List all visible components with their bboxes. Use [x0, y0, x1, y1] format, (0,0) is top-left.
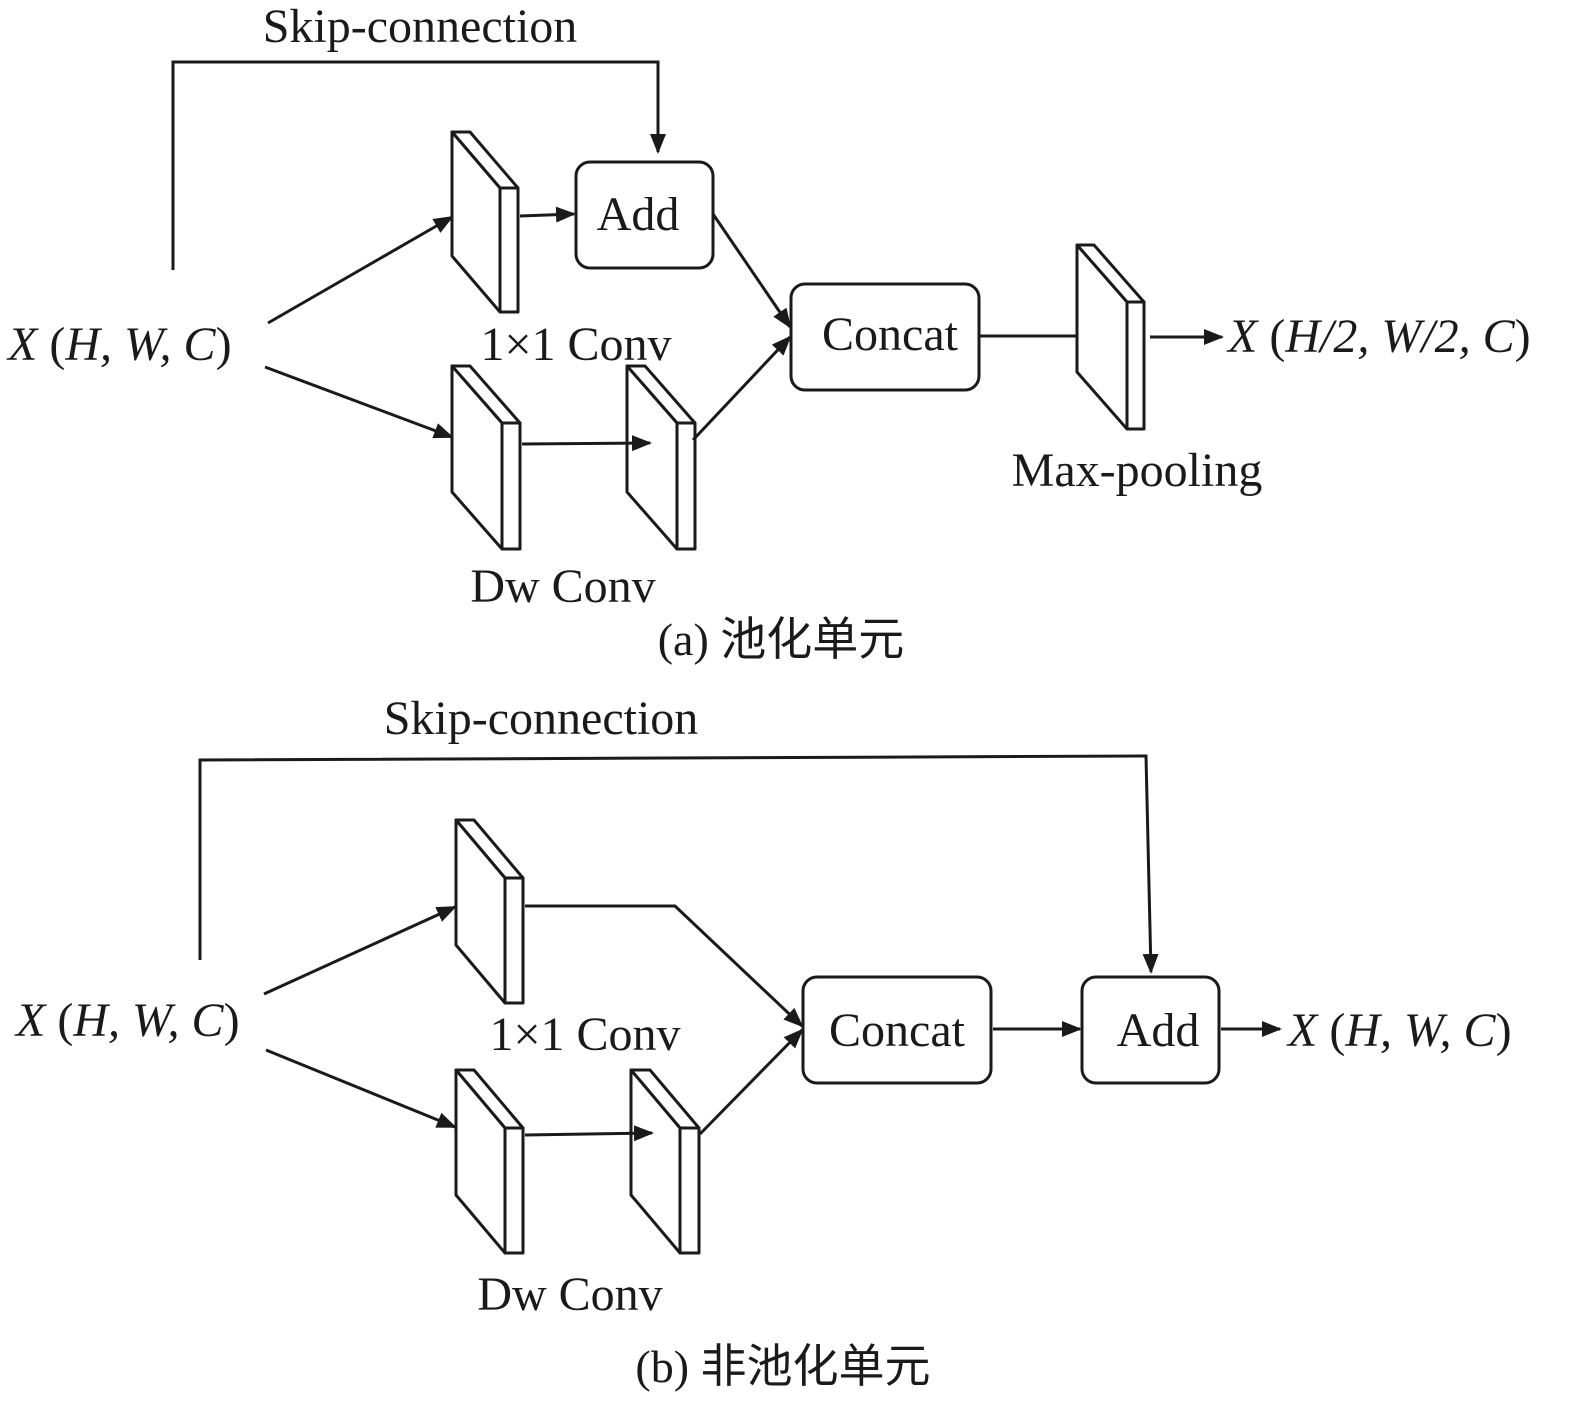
conv1x1-label-a: 1×1 Conv [480, 318, 671, 371]
concat-box-a [789, 282, 981, 392]
concat-label-a: Concat [822, 308, 959, 361]
concat-label-b: Concat [829, 1004, 966, 1057]
dwconv-slab1-b [454, 1068, 525, 1255]
arrow-input-to-dwconv1-a [264, 365, 454, 439]
dwconv-label-a: Dw Conv [470, 560, 655, 613]
arrow-input-to-conv1x1-b [263, 905, 457, 996]
conv1x1-slab-a [450, 130, 520, 314]
maxpool-label-a: Max-pooling [1012, 444, 1263, 497]
conv1x1-slab-b [454, 818, 525, 1005]
arrow-input-to-conv1x1-a [267, 215, 454, 325]
caption-a: (a) 池化单元 [658, 614, 905, 665]
dwconv-label-b: Dw Conv [477, 1268, 662, 1321]
arrow-dwconv2-to-concat-b [698, 1028, 804, 1136]
input-label-b: X (H, W, C) [14, 994, 240, 1047]
skip-connection-line-a [171, 60, 666, 270]
arrow-input-to-dwconv1-b [265, 1048, 457, 1129]
skip-connection-line-b [198, 754, 1159, 974]
arrow-conv1x1-to-add-a [519, 206, 576, 223]
dwconv-slab1-a [450, 364, 522, 551]
skip-connection-label-b: Skip-connection [384, 692, 699, 745]
add-box-b [1080, 975, 1221, 1085]
caption-b: (b) 非池化单元 [635, 1341, 930, 1392]
arrow-conv1x1-to-concat-b [525, 904, 804, 1028]
output-label-b: X (H, W, C) [1286, 1004, 1512, 1057]
panel-b: Skip-connection X (H, W, C) 1×1 Conv Dw … [14, 692, 1512, 1392]
add-label-a: Add [597, 188, 680, 241]
dwconv-slab2-b [629, 1068, 701, 1255]
output-label-a: X (H/2, W/2, C) [1226, 310, 1531, 363]
arrow-dwconv1-to-dwconv2-a [521, 435, 652, 452]
input-label-a: X (H, W, C) [6, 318, 232, 371]
arrow-dwconv2-to-concat-a [691, 335, 792, 442]
conv1x1-label-b: 1×1 Conv [489, 1008, 680, 1061]
panel-a: Skip-connection X (H, W, C) 1×1 Conv Add… [6, 0, 1531, 665]
maxpool-slab-a [1075, 243, 1146, 431]
concat-box-b [801, 975, 993, 1085]
dwconv-slab2-a [625, 364, 697, 551]
add-label-b: Add [1117, 1004, 1200, 1057]
arrow-dwconv1-to-dwconv2-b [524, 1125, 654, 1142]
arrow-add-to-concat-a [711, 213, 792, 329]
skip-connection-label-a: Skip-connection [263, 0, 578, 53]
